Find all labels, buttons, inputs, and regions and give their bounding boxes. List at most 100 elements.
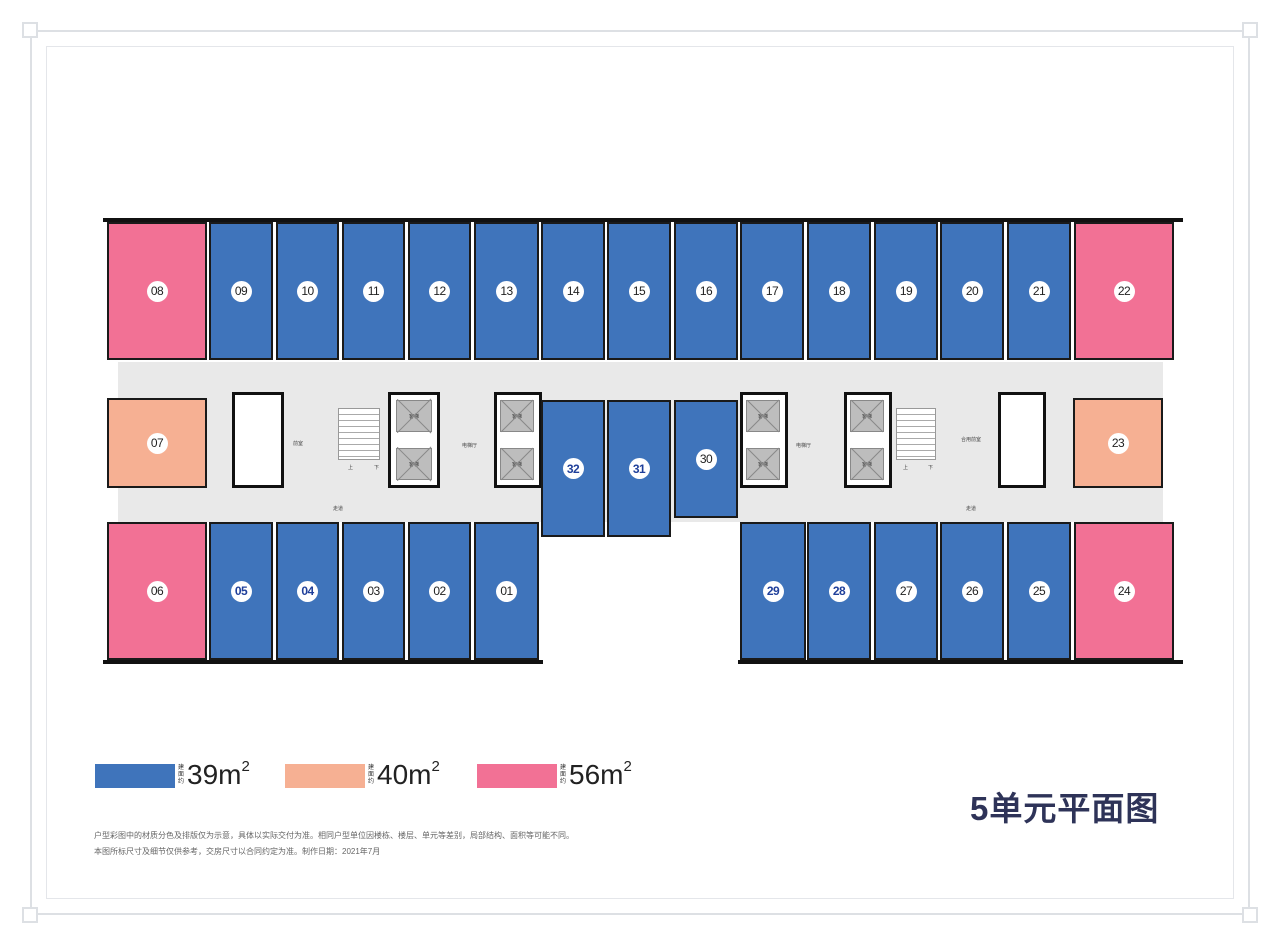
unit-08[interactable]: 08 bbox=[107, 222, 207, 360]
lift-car: 客梯 bbox=[500, 400, 534, 432]
unit-24[interactable]: 24 bbox=[1074, 522, 1174, 660]
unit-04[interactable]: 04 bbox=[276, 522, 339, 660]
lift-label: 客梯 bbox=[861, 413, 872, 420]
unit-18[interactable]: 18 bbox=[807, 222, 871, 360]
legend-prefix: 建面约 bbox=[178, 765, 185, 785]
frame-corner bbox=[1242, 907, 1258, 923]
unit-13[interactable]: 13 bbox=[474, 222, 539, 360]
unit-number-badge: 06 bbox=[146, 580, 168, 602]
lift-car: 客梯 bbox=[396, 400, 432, 432]
lift-car: 客梯 bbox=[500, 448, 534, 480]
unit-25[interactable]: 25 bbox=[1007, 522, 1071, 660]
outer-wall-bottom-left bbox=[103, 660, 543, 664]
outer-wall-bottom-right bbox=[738, 660, 1183, 664]
frame-corner bbox=[1242, 22, 1258, 38]
unit-10[interactable]: 10 bbox=[276, 222, 339, 360]
frame-corner bbox=[22, 907, 38, 923]
unit-number-badge: 32 bbox=[562, 458, 584, 479]
unit-number-badge: 02 bbox=[429, 580, 450, 602]
disclaimer-note: 本图所标尺寸及细节仅供参考，交房尺寸以合同约定为准。制作日期：2021年7月 bbox=[94, 847, 381, 856]
unit-05[interactable]: 05 bbox=[209, 522, 273, 660]
unit-number-badge: 29 bbox=[762, 580, 784, 602]
frame-corner bbox=[22, 22, 38, 38]
unit-14[interactable]: 14 bbox=[541, 222, 605, 360]
unit-16[interactable]: 16 bbox=[674, 222, 738, 360]
unit-number-badge: 28 bbox=[828, 580, 850, 602]
corridor-label: 走道 bbox=[333, 506, 344, 512]
corridor-label: 走道 bbox=[966, 506, 977, 512]
unit-number-badge: 07 bbox=[146, 432, 168, 454]
page-title: 5单元平面图 bbox=[970, 790, 1160, 827]
lift-label: 客梯 bbox=[408, 413, 419, 420]
legend-value: 56m bbox=[569, 759, 624, 790]
legend-swatch-type_56 bbox=[477, 764, 557, 788]
unit-06[interactable]: 06 bbox=[107, 522, 207, 660]
lift-car: 客梯 bbox=[850, 400, 884, 432]
disclaimer-note: 户型彩图中的材质分色及排版仅为示意，具体以实际交付为准。相同户型单位因楼栋、楼层… bbox=[94, 831, 574, 840]
unit-number-badge: 03 bbox=[363, 580, 384, 602]
unit-17[interactable]: 17 bbox=[740, 222, 804, 360]
unit-number-badge: 08 bbox=[146, 280, 168, 302]
unit-number-badge: 10 bbox=[297, 280, 318, 302]
unit-29[interactable]: 29 bbox=[740, 522, 806, 660]
unit-number-badge: 25 bbox=[1028, 580, 1050, 602]
unit-number-badge: 16 bbox=[695, 280, 717, 302]
front-room-label: 前室 bbox=[293, 441, 304, 447]
legend-area: 39m2 bbox=[187, 758, 250, 791]
unit-number-badge: 26 bbox=[961, 580, 983, 602]
unit-number-badge: 31 bbox=[628, 458, 650, 479]
unit-31[interactable]: 31 bbox=[607, 400, 671, 537]
legend-value: 40m bbox=[377, 759, 432, 790]
unit-number-badge: 12 bbox=[429, 280, 450, 302]
legend-value: 39m bbox=[187, 759, 242, 790]
unit-number-badge: 09 bbox=[230, 280, 252, 302]
right-staircase bbox=[896, 408, 936, 460]
left-service-room bbox=[232, 392, 284, 488]
unit-09[interactable]: 09 bbox=[209, 222, 273, 360]
unit-27[interactable]: 27 bbox=[874, 522, 938, 660]
unit-32[interactable]: 32 bbox=[541, 400, 605, 537]
unit-number-badge: 04 bbox=[297, 580, 318, 602]
unit-01[interactable]: 01 bbox=[474, 522, 539, 660]
unit-number-badge: 01 bbox=[496, 580, 517, 602]
unit-19[interactable]: 19 bbox=[874, 222, 938, 360]
unit-15[interactable]: 15 bbox=[607, 222, 671, 360]
unit-22[interactable]: 22 bbox=[1074, 222, 1174, 360]
unit-21[interactable]: 21 bbox=[1007, 222, 1071, 360]
unit-number-badge: 23 bbox=[1107, 432, 1129, 454]
left-staircase bbox=[338, 408, 380, 460]
unit-26[interactable]: 26 bbox=[940, 522, 1004, 660]
right-service-room bbox=[998, 392, 1046, 488]
legend-unit-sup: 2 bbox=[623, 758, 632, 775]
unit-number-badge: 15 bbox=[628, 280, 650, 302]
unit-number-badge: 05 bbox=[230, 580, 252, 602]
unit-number-badge: 19 bbox=[895, 280, 917, 302]
unit-23[interactable]: 23 bbox=[1073, 398, 1163, 488]
unit-03[interactable]: 03 bbox=[342, 522, 405, 660]
stair-down-label: 下 bbox=[928, 465, 934, 471]
unit-02[interactable]: 02 bbox=[408, 522, 471, 660]
lift-car: 客梯 bbox=[396, 448, 432, 480]
unit-12[interactable]: 12 bbox=[408, 222, 471, 360]
legend-area: 56m2 bbox=[569, 758, 632, 791]
lift-label: 客梯 bbox=[757, 461, 768, 468]
legend-prefix: 建面约 bbox=[560, 765, 567, 785]
unit-number-badge: 14 bbox=[562, 280, 584, 302]
unit-number-badge: 13 bbox=[496, 280, 517, 302]
lift-car: 客梯 bbox=[850, 448, 884, 480]
unit-number-badge: 18 bbox=[828, 280, 850, 302]
unit-07[interactable]: 07 bbox=[107, 398, 207, 488]
unit-30[interactable]: 30 bbox=[674, 400, 738, 518]
lift-label: 客梯 bbox=[861, 461, 872, 468]
lift-hall-label: 电梯厅 bbox=[796, 443, 812, 449]
unit-20[interactable]: 20 bbox=[940, 222, 1004, 360]
lift-label: 客梯 bbox=[757, 413, 768, 420]
legend-unit-sup: 2 bbox=[241, 758, 250, 775]
unit-number-badge: 30 bbox=[695, 448, 717, 470]
lift-hall-label: 电梯厅 bbox=[462, 443, 478, 449]
shared-front-room-label: 合用前室 bbox=[961, 437, 982, 443]
unit-number-badge: 24 bbox=[1113, 580, 1135, 602]
unit-11[interactable]: 11 bbox=[342, 222, 405, 360]
unit-28[interactable]: 28 bbox=[807, 522, 871, 660]
